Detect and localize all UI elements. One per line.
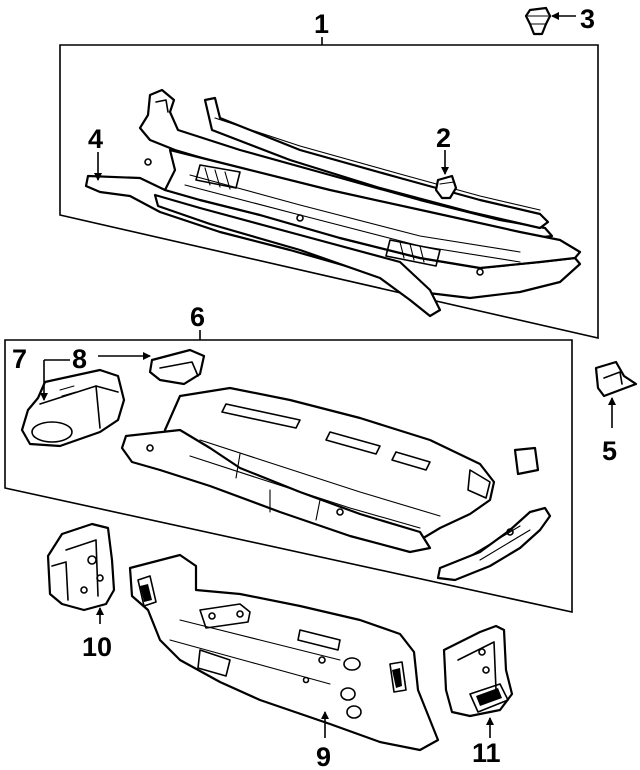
leader-7-8 xyxy=(43,359,70,396)
group-6-box xyxy=(4,339,573,613)
callout-11: 11 xyxy=(472,738,501,768)
group-1-box xyxy=(59,44,599,340)
callout-4: 4 xyxy=(88,124,103,154)
cowl-channel xyxy=(84,148,582,318)
clip-2 xyxy=(434,150,458,200)
cowl-panel-group xyxy=(59,37,599,340)
duct-7 xyxy=(20,368,126,448)
callout-6: 6 xyxy=(190,302,205,332)
bracket-8 xyxy=(148,348,206,386)
callout-labels: 1 2 3 4 5 6 7 8 9 10 11 xyxy=(12,4,617,770)
lower-brace xyxy=(436,506,552,582)
callout-7: 7 xyxy=(12,344,27,374)
bolt-3 xyxy=(524,6,576,36)
dash-panel xyxy=(120,386,496,554)
fastener-5 xyxy=(594,360,638,428)
dash-group xyxy=(4,330,573,613)
cowl-upper-rail xyxy=(138,88,554,242)
callout-5: 5 xyxy=(602,436,617,466)
callout-9: 9 xyxy=(316,742,331,770)
bracket-10 xyxy=(46,522,116,624)
callout-8: 8 xyxy=(72,344,87,374)
bracket-11 xyxy=(442,624,514,738)
seal-pad xyxy=(513,446,540,476)
callout-1: 1 xyxy=(314,9,329,39)
firewall-9 xyxy=(128,553,440,752)
callout-3: 3 xyxy=(580,4,595,34)
callout-10: 10 xyxy=(82,632,112,662)
callout-2: 2 xyxy=(436,123,451,153)
